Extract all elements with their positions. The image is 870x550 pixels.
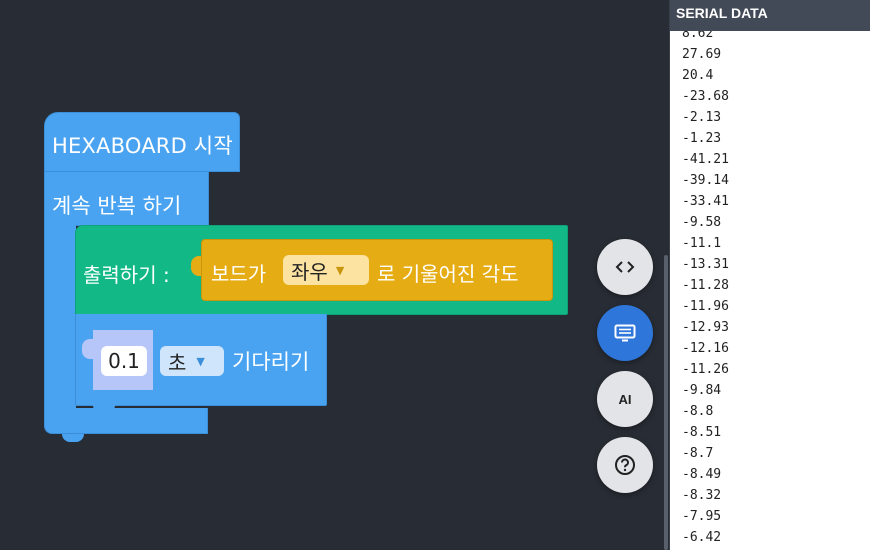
time-unit-value: 초	[168, 350, 187, 375]
tilt-direction-dropdown[interactable]: 좌우 ▼	[283, 255, 369, 285]
ai-icon: AI	[618, 391, 632, 407]
number-block-connector	[82, 339, 96, 359]
serial-line: 8.62	[682, 31, 714, 41]
forever-loop-block[interactable]	[44, 172, 209, 226]
serial-line: -33.41	[682, 194, 729, 209]
serial-line: -41.21	[682, 152, 729, 167]
serial-panel-title: SERIAL DATA	[670, 0, 870, 31]
serial-output[interactable]: 8.62 27.69 20.4 -23.68 -2.13 -1.23 -41.21 -39.1…	[670, 31, 870, 550]
serial-monitor-button[interactable]	[597, 305, 653, 361]
tilt-angle-prefix: 보드가	[211, 262, 267, 286]
wait-seconds-input[interactable]: 0.1	[101, 346, 147, 376]
serial-line: -11.26	[682, 362, 729, 377]
forever-loop-spine	[44, 225, 76, 410]
code-view-button[interactable]	[597, 239, 653, 295]
serial-line: -9.58	[682, 215, 722, 230]
serial-line: -12.16	[682, 341, 729, 356]
monitor-icon	[614, 324, 636, 342]
serial-line: -13.31	[682, 257, 729, 272]
help-button[interactable]	[597, 437, 653, 493]
serial-line: -8.8	[682, 404, 714, 419]
dropdown-arrow-icon: ▼	[335, 263, 345, 277]
serial-line: -11.1	[682, 236, 722, 251]
serial-line: -9.84	[682, 383, 722, 398]
serial-line: -8.32	[682, 488, 722, 503]
dropdown-arrow-icon: ▼	[196, 354, 205, 368]
serial-lines: 8.62 27.69 20.4 -23.68 -2.13 -1.23 -41.21 -39.1…	[682, 31, 729, 548]
help-icon	[615, 455, 635, 475]
serial-line: -8.7	[682, 446, 714, 461]
forever-loop-label: 계속 반복 하기	[52, 194, 182, 218]
forever-loop-end	[44, 408, 208, 434]
serial-data-panel: SERIAL DATA 8.62 27.69 20.4 -23.68 -2.13 -1.2…	[669, 0, 870, 550]
tilt-angle-suffix: 로 기울어진 각도	[377, 262, 519, 286]
serial-line: -8.49	[682, 467, 722, 482]
serial-line: -23.68	[682, 89, 729, 104]
code-icon	[615, 261, 635, 273]
serial-line: -39.14	[682, 173, 729, 188]
serial-line: -11.96	[682, 299, 729, 314]
serial-line: -1.23	[682, 131, 722, 146]
block-notch	[62, 434, 84, 442]
serial-line: -7.95	[682, 509, 722, 524]
serial-line: 27.69	[682, 47, 722, 62]
tilt-direction-value: 좌우	[291, 259, 328, 284]
workspace-scrollbar[interactable]	[664, 255, 668, 550]
block-notch	[93, 405, 115, 413]
block-workspace[interactable]: HEXABOARD 시작 계속 반복 하기 출력하기 : 보드가 좌우 ▼ 로 …	[0, 0, 665, 550]
start-block-label: HEXABOARD 시작	[52, 134, 233, 158]
serial-line: -6.42	[682, 530, 722, 545]
tilt-angle-block[interactable]	[201, 239, 553, 301]
serial-line: -12.93	[682, 320, 729, 335]
block-notch	[62, 172, 84, 180]
ai-assistant-button[interactable]: AI	[597, 371, 653, 427]
print-block-label: 출력하기 :	[83, 263, 170, 287]
serial-line: -8.51	[682, 425, 722, 440]
time-unit-dropdown[interactable]: 초 ▼	[160, 346, 224, 376]
start-block[interactable]	[44, 112, 240, 172]
serial-line: 20.4	[682, 68, 714, 83]
wait-block-label: 기다리기	[232, 350, 310, 374]
serial-line: -11.28	[682, 278, 729, 293]
serial-line: -2.13	[682, 110, 722, 125]
